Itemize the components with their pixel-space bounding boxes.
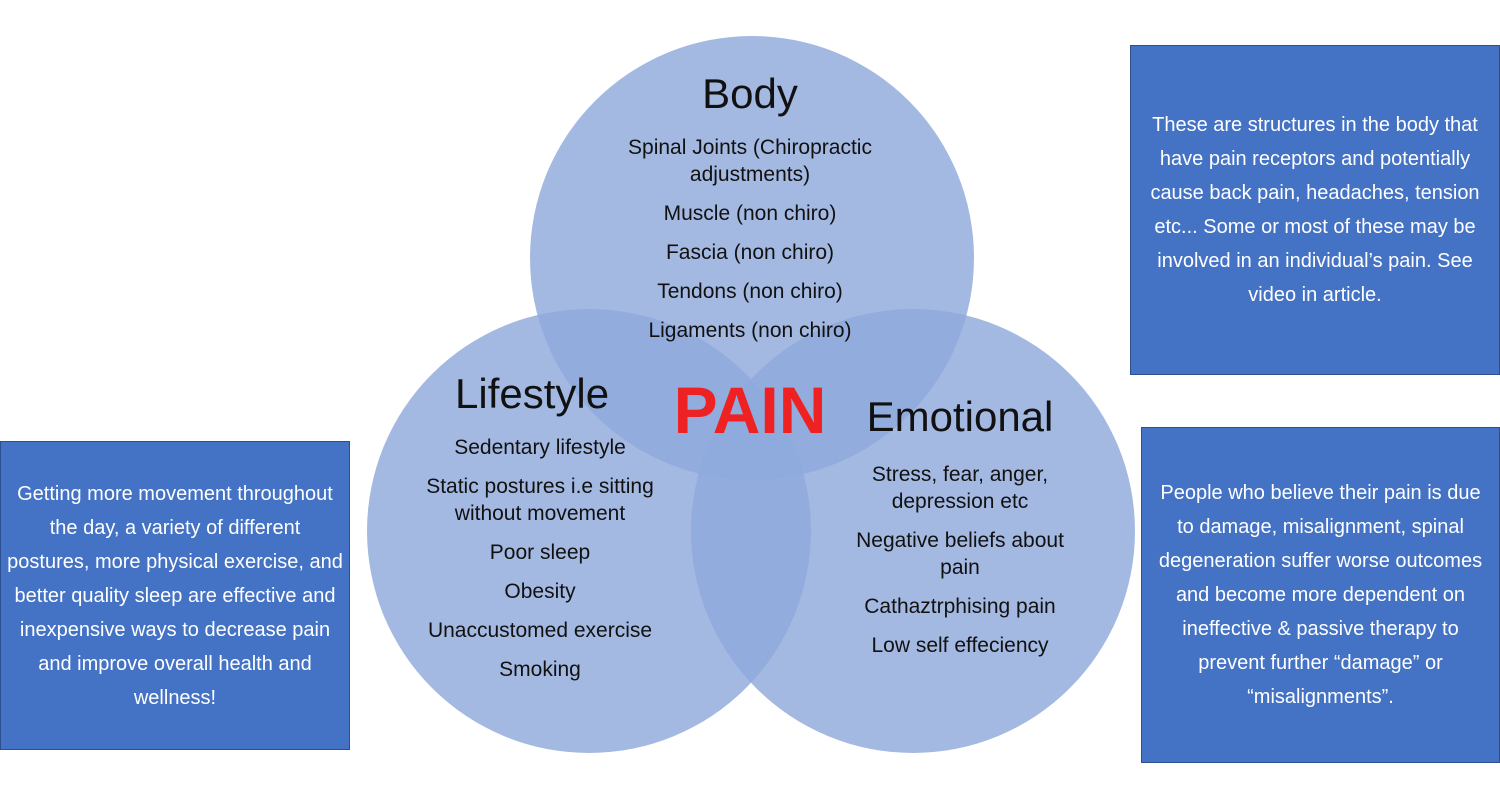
lifestyle-item: Poor sleep <box>489 541 591 564</box>
body-heading: Body <box>702 70 798 117</box>
lifestyle-item: Static postures i.e sitting without move… <box>426 475 654 525</box>
emotional-item: Stress, fear, anger, depression etc <box>871 463 1049 513</box>
lifestyle-circle-content: Lifestyle Sedentary lifestyle Static pos… <box>395 370 685 695</box>
emotional-note-text: People who believe their pain is due to … <box>1158 482 1483 708</box>
body-item: Ligaments (non chiro) <box>648 319 852 342</box>
lifestyle-heading: Lifestyle <box>455 370 610 417</box>
body-item: Muscle (non chiro) <box>663 202 837 225</box>
lifestyle-item: Unaccustomed exercise <box>427 619 653 642</box>
pain-center-label: PAIN <box>673 373 827 447</box>
lifestyle-note-text: Getting more movement throughout the day… <box>7 482 343 709</box>
lifestyle-item: Smoking <box>499 658 581 681</box>
emotional-item: Cathaztrphising pain <box>864 595 1056 618</box>
lifestyle-item: Sedentary lifestyle <box>454 436 626 459</box>
emotional-item: Low self effeciency <box>871 634 1049 657</box>
body-note-box: These are structures in the body that ha… <box>1130 45 1500 375</box>
body-circle-content: Body Spinal Joints (Chiropractic adjustm… <box>590 70 910 356</box>
lifestyle-note-box: Getting more movement throughout the day… <box>0 441 350 750</box>
body-item: Spinal Joints (Chiropractic adjustments) <box>628 136 872 186</box>
emotional-circle <box>691 309 1135 753</box>
emotional-item: Negative beliefs about pain <box>856 529 1064 579</box>
body-item: Tendons (non chiro) <box>657 280 843 303</box>
lifestyle-item: Obesity <box>504 580 576 603</box>
body-note-text: These are structures in the body that ha… <box>1150 114 1480 306</box>
emotional-note-box: People who believe their pain is due to … <box>1141 427 1500 763</box>
lifestyle-circle <box>367 309 811 753</box>
emotional-heading: Emotional <box>866 393 1054 440</box>
body-item: Fascia (non chiro) <box>665 241 835 264</box>
emotional-circle-content: Emotional Stress, fear, anger, depressio… <box>830 393 1090 671</box>
